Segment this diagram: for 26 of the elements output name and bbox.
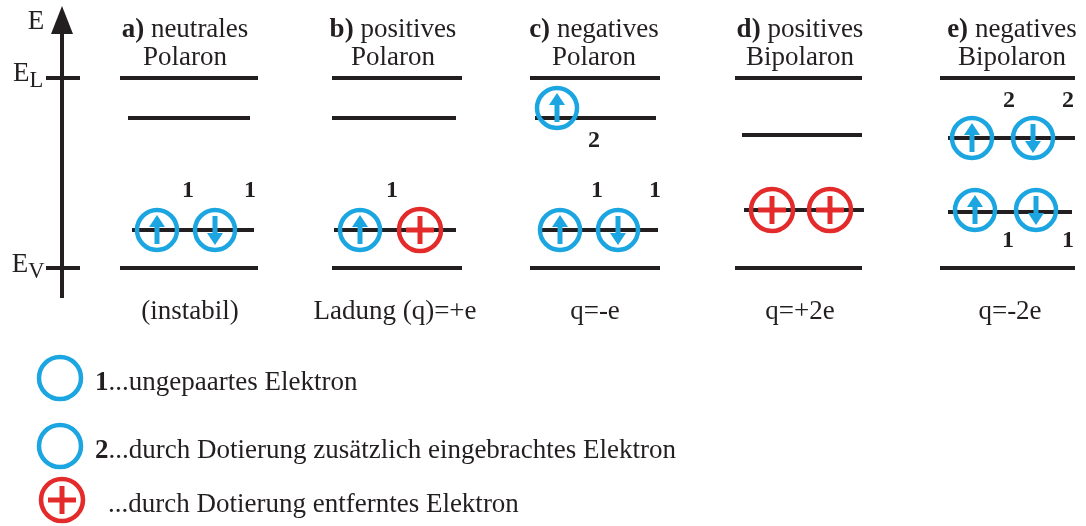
electron-number: 2 (1003, 87, 1015, 113)
electron-number: 2 (1062, 87, 1074, 113)
panel-heading: e) negatives Bipolaron (946, 13, 1078, 71)
charge-label: Ladung (q)=+e (313, 295, 477, 325)
electron-number: 1 (386, 177, 398, 203)
legend-text: 2...durch Dotierung zusätzlich eingebrachtes Elektron (95, 433, 677, 465)
axis-label: E$_{V}$ (11, 249, 45, 283)
electron-number: 1 (244, 177, 256, 203)
axis-label: E (27, 5, 45, 35)
charge-label: q=+2e (765, 295, 835, 325)
electron-number: 2 (588, 127, 600, 153)
panel-heading: a) neutrales Polaron (120, 13, 250, 71)
charge-label: q=-e (570, 295, 620, 325)
legend-text: ...durch Dotierung entferntes Elektron (108, 487, 519, 519)
axis-label: E$_{L}$ (12, 58, 44, 92)
panel-heading: b) positives Polaron (328, 13, 458, 71)
panel-heading: d) positives Bipolaron (735, 13, 865, 71)
charge-label: (instabil) (141, 295, 239, 325)
electron-number: 1 (1062, 227, 1074, 253)
electron-number: 1 (649, 177, 661, 203)
electron-number: 1 (591, 177, 603, 203)
charge-label: q=-2e (978, 295, 1042, 325)
panel-heading: c) negatives Polaron (528, 13, 660, 71)
electron-number: 1 (182, 177, 194, 203)
legend-text: 1...ungepaartes Elektron (95, 365, 358, 397)
electron-number: 1 (1002, 227, 1014, 253)
